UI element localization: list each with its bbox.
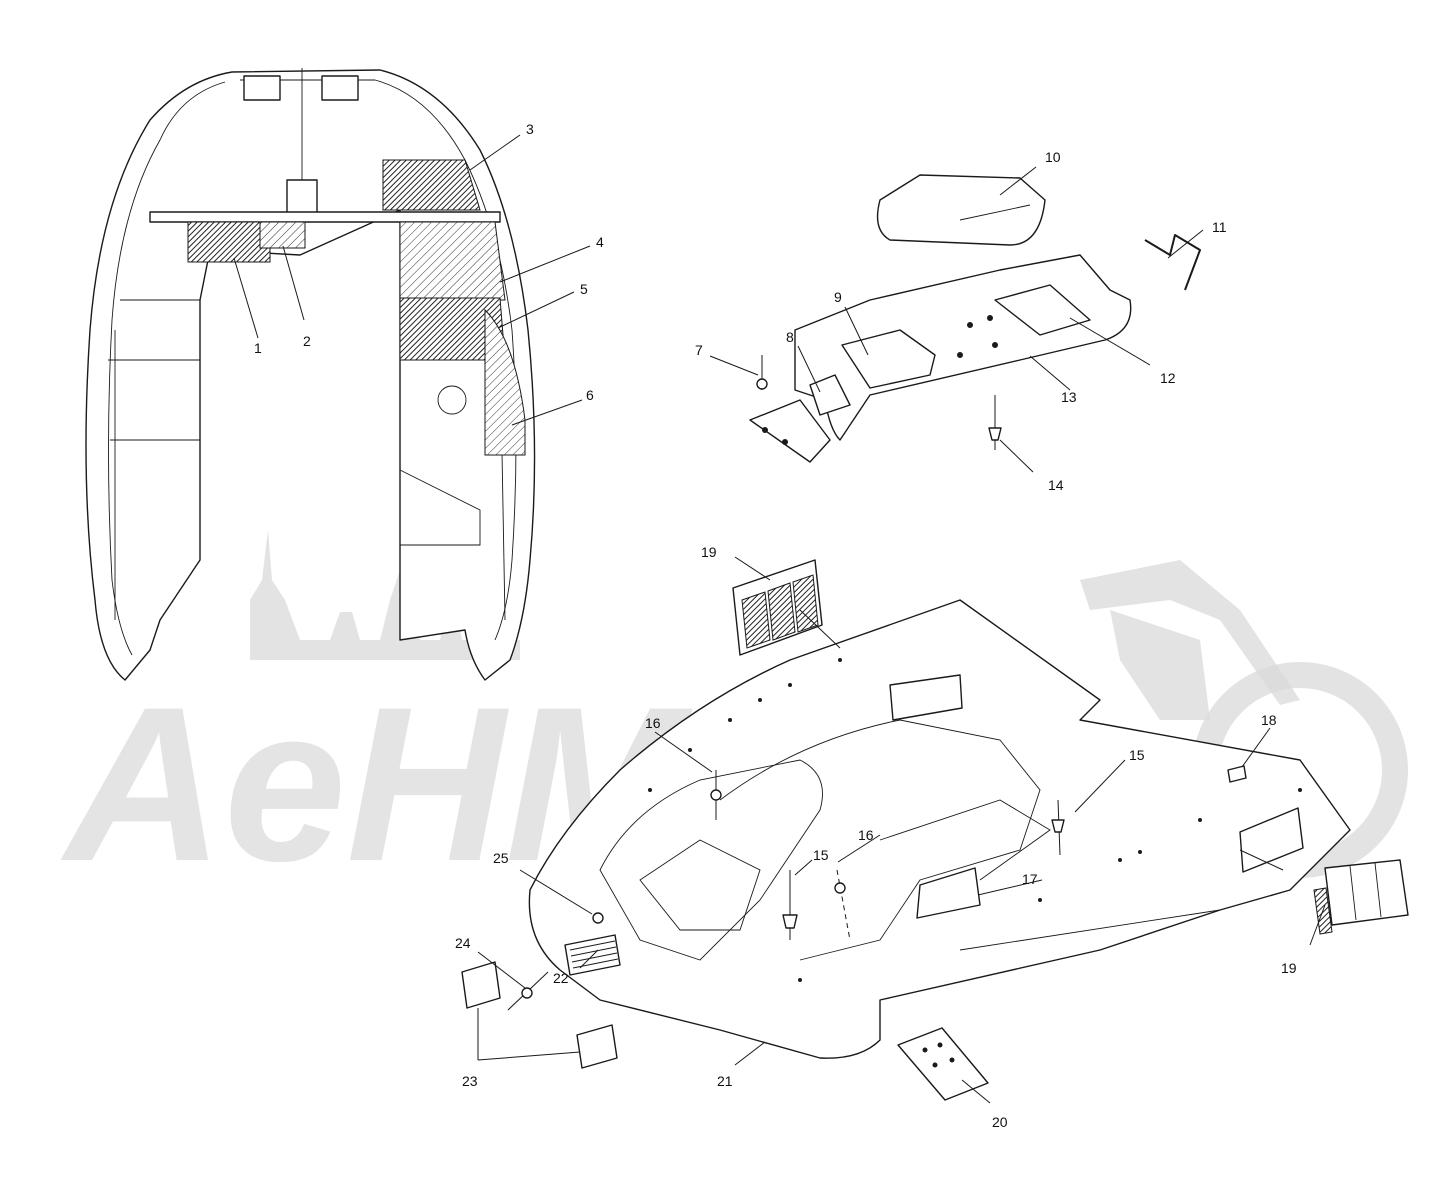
part-16b-fastener (834, 869, 851, 941)
callout-16b: 16 (858, 827, 874, 843)
callout-6: 6 (586, 387, 594, 403)
part-15b-fastener (1051, 799, 1065, 856)
hood-top-view (461, 559, 1409, 1101)
callout-7: 7 (695, 342, 703, 358)
hood-top-vent-right (321, 75, 359, 101)
callout-17: 17 (1022, 871, 1038, 887)
callout-23: 23 (462, 1073, 478, 1089)
part-20-plate (897, 1027, 989, 1101)
part-18-grommet (1227, 765, 1247, 783)
callout-19b: 19 (1281, 960, 1297, 976)
part-7-fastener (756, 355, 768, 390)
callout-10: 10 (1045, 149, 1061, 165)
hood-crossbar (149, 211, 501, 223)
hood-side-decal (1239, 807, 1304, 873)
insulation-pad-4 (399, 221, 506, 301)
hood-top-decal (889, 674, 963, 721)
console-assembly (749, 174, 1201, 463)
callout-8: 8 (786, 329, 794, 345)
callout-2: 2 (303, 333, 311, 349)
callout-15a: 15 (813, 847, 829, 863)
part-23-plate-lower (576, 1024, 618, 1069)
callout-labels: 1 2 3 4 5 6 7 8 9 10 11 12 13 14 15 15 1… (254, 121, 1297, 1130)
callout-24: 24 (455, 935, 471, 951)
part-14-fastener (988, 395, 1002, 450)
callout-4: 4 (596, 234, 604, 250)
callout-3: 3 (526, 121, 534, 137)
insulation-pad-3 (382, 159, 481, 211)
part-25-plug (592, 912, 604, 924)
part-21-hood (528, 599, 1351, 1059)
insulation-pad-2 (259, 221, 306, 249)
part-11-wire-bracket (1144, 234, 1201, 291)
callout-25: 25 (493, 850, 509, 866)
console-mount-plate (749, 399, 831, 463)
part-9-gauge-window (841, 329, 936, 389)
callout-1: 1 (254, 340, 262, 356)
callout-13: 13 (1061, 389, 1077, 405)
part-8-gauge-window (809, 374, 851, 416)
part-17-decal (916, 867, 981, 919)
callout-20: 20 (992, 1114, 1008, 1130)
insulation-pad-6 (484, 308, 526, 456)
insulation-pad-1 (187, 221, 271, 263)
part-16a-fastener (710, 770, 722, 820)
callout-18: 18 (1261, 712, 1277, 728)
part-12-gauge-window (994, 284, 1091, 336)
part-23-plate-upper (461, 961, 501, 1009)
callout-12: 12 (1160, 370, 1176, 386)
part-19a-vent (732, 559, 823, 656)
hood-underside-view (85, 68, 536, 681)
callout-19a: 19 (701, 544, 717, 560)
hood-outer-shell (85, 69, 536, 681)
callout-11: 11 (1212, 219, 1227, 235)
callout-22: 22 (553, 970, 569, 986)
hood-top-vent-left (243, 75, 281, 101)
part-24-fastener (507, 971, 549, 1011)
part-19b-vent (1313, 859, 1409, 935)
callout-9: 9 (834, 289, 842, 305)
callout-16a: 16 (645, 715, 661, 731)
callout-21: 21 (717, 1073, 733, 1089)
callout-15b: 15 (1129, 747, 1145, 763)
hood-rivets (648, 658, 1302, 982)
leader-lines (233, 134, 1326, 1104)
callout-14: 14 (1048, 477, 1064, 493)
part-15a-fastener (782, 870, 798, 940)
part-10-windshield (876, 174, 1046, 246)
callout-5: 5 (580, 281, 588, 297)
